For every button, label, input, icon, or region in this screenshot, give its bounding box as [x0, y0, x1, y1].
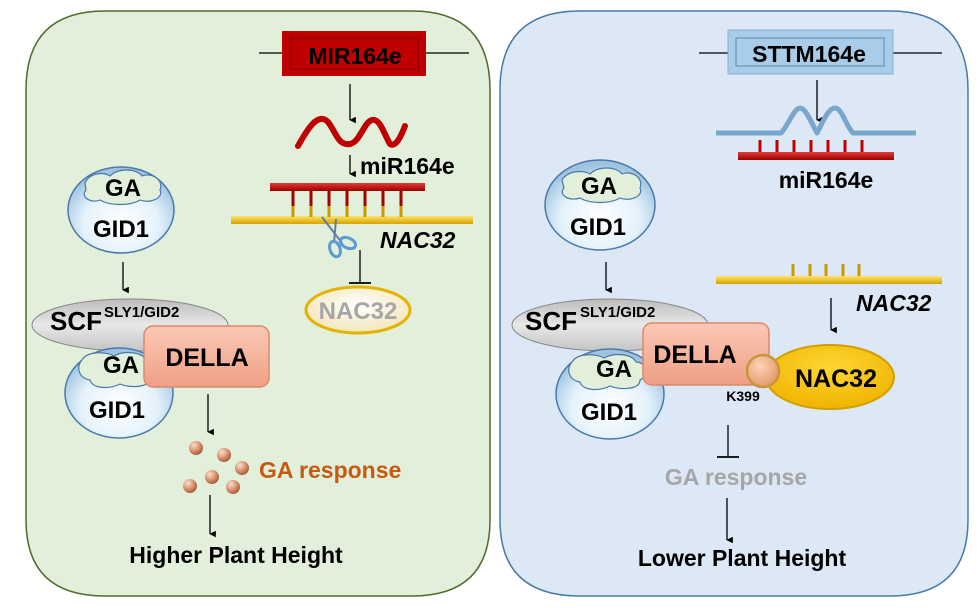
nac32-mrna-strand [231, 216, 473, 224]
left-panel: MIR164e miR164e NAC32 NAC32 GA GID [25, 10, 491, 597]
gid1-label-bottom-right: GID1 [581, 399, 637, 426]
gid1-label-top-right: GID1 [570, 214, 626, 241]
scissors-icon [321, 216, 358, 259]
ga-label-top-right: GA [581, 173, 617, 200]
ga-hormone-top-right [561, 167, 642, 204]
mirna-label-right: miR164e [779, 167, 874, 193]
mir164e-gene-label: MIR164e [308, 43, 401, 69]
ga-response-particles [183, 441, 249, 494]
sttm-base-pairs [758, 140, 864, 152]
nac32-gene-label: NAC32 [380, 227, 456, 253]
scf-superscript: SLY1/GID2 [104, 304, 179, 321]
sttm164e-gene-label: STTM164e [752, 41, 866, 67]
ga-response-label-faded: GA response [665, 464, 807, 490]
k399-interaction-site [745, 353, 781, 389]
ga-response-label: GA response [259, 457, 401, 483]
mirna-strand-sequestered [738, 152, 894, 160]
ga-label-top: GA [105, 175, 141, 202]
della-protein-right [642, 322, 770, 386]
left-panel-background [25, 10, 491, 597]
ga-hormone-top [83, 169, 162, 206]
outcome-higher-height: Higher Plant Height [129, 542, 343, 568]
scf-label-right: SCF [525, 306, 577, 336]
nac32-protein-faded [304, 285, 412, 335]
della-label-right: DELLA [653, 341, 736, 369]
mirna-label: miR164e [360, 153, 455, 179]
mirna-strand [270, 183, 425, 191]
nac32-mrna-intact [716, 276, 942, 284]
ga-label-bottom: GA [103, 352, 139, 379]
nac32-protein-faded-label: NAC32 [319, 298, 398, 325]
nac32-gene-label-right: NAC32 [856, 290, 932, 316]
right-panel: STTM164e miR164e GA GID1 NAC32 SCF SLY1/… [499, 10, 969, 597]
della-protein [143, 325, 270, 388]
ga-label-bottom-right: GA [596, 356, 632, 383]
mrna-target-site [791, 264, 861, 276]
gid1-label-top: GID1 [93, 216, 149, 243]
k399-label: K399 [726, 388, 760, 404]
sttm-strand [716, 105, 916, 136]
base-pairs [291, 191, 403, 217]
ga-hormone-bottom-right [568, 353, 647, 391]
nac32-protein-label: NAC32 [795, 365, 877, 393]
della-label: DELLA [165, 344, 248, 372]
gid1-label-bottom: GID1 [89, 397, 145, 424]
outcome-lower-height: Lower Plant Height [638, 545, 847, 571]
scf-superscript-right: SLY1/GID2 [580, 304, 655, 321]
scf-label: SCF [50, 306, 102, 336]
pri-mirna-wave [295, 116, 408, 149]
